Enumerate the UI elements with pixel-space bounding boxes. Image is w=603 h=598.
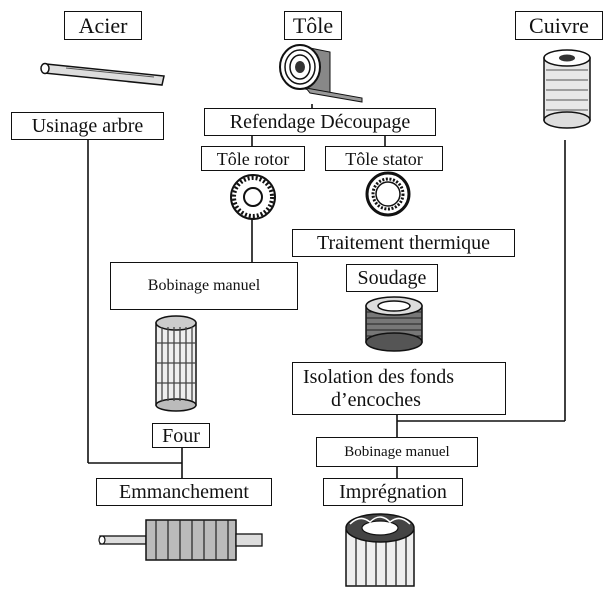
welded-stator-core-icon [365,296,423,352]
assembled-rotor-icon [98,519,263,561]
step-tole-rotor: Tôle rotor [201,146,305,171]
step-refendage-decoupage: Refendage Découpage [204,108,436,136]
step-tole-stator: Tôle stator [325,146,443,171]
step-usinage-arbre: Usinage arbre [11,112,164,140]
step-isolation-fonds-encoches: Isolation des fonds d’encoches [292,362,506,415]
step-bobinage-stator: Bobinage manuel [316,437,478,467]
steel-shaft-bar-icon [40,62,165,86]
impregnated-stator-icon [345,513,415,587]
sheet-metal-coil-icon [279,44,363,103]
step-bobinage-rotor: Bobinage manuel [110,262,298,310]
step-emmanchement: Emmanchement [96,478,272,506]
copper-wire-spool-icon [543,49,591,129]
material-tole-label: Tôle [284,11,342,40]
material-cuivre-label: Cuivre [515,11,603,40]
stator-lamination-ring-icon [365,171,411,217]
isolation-line-1: Isolation des fonds [303,366,455,389]
wound-rotor-icon [155,315,197,412]
step-traitement-thermique: Traitement thermique [292,229,515,257]
step-soudage: Soudage [346,264,438,292]
step-four: Four [152,423,210,448]
step-impregnation: Imprégnation [323,478,463,506]
material-acier-label: Acier [64,11,142,40]
isolation-line-2: d’encoches [331,388,421,411]
rotor-lamination-disc-icon [230,174,276,220]
